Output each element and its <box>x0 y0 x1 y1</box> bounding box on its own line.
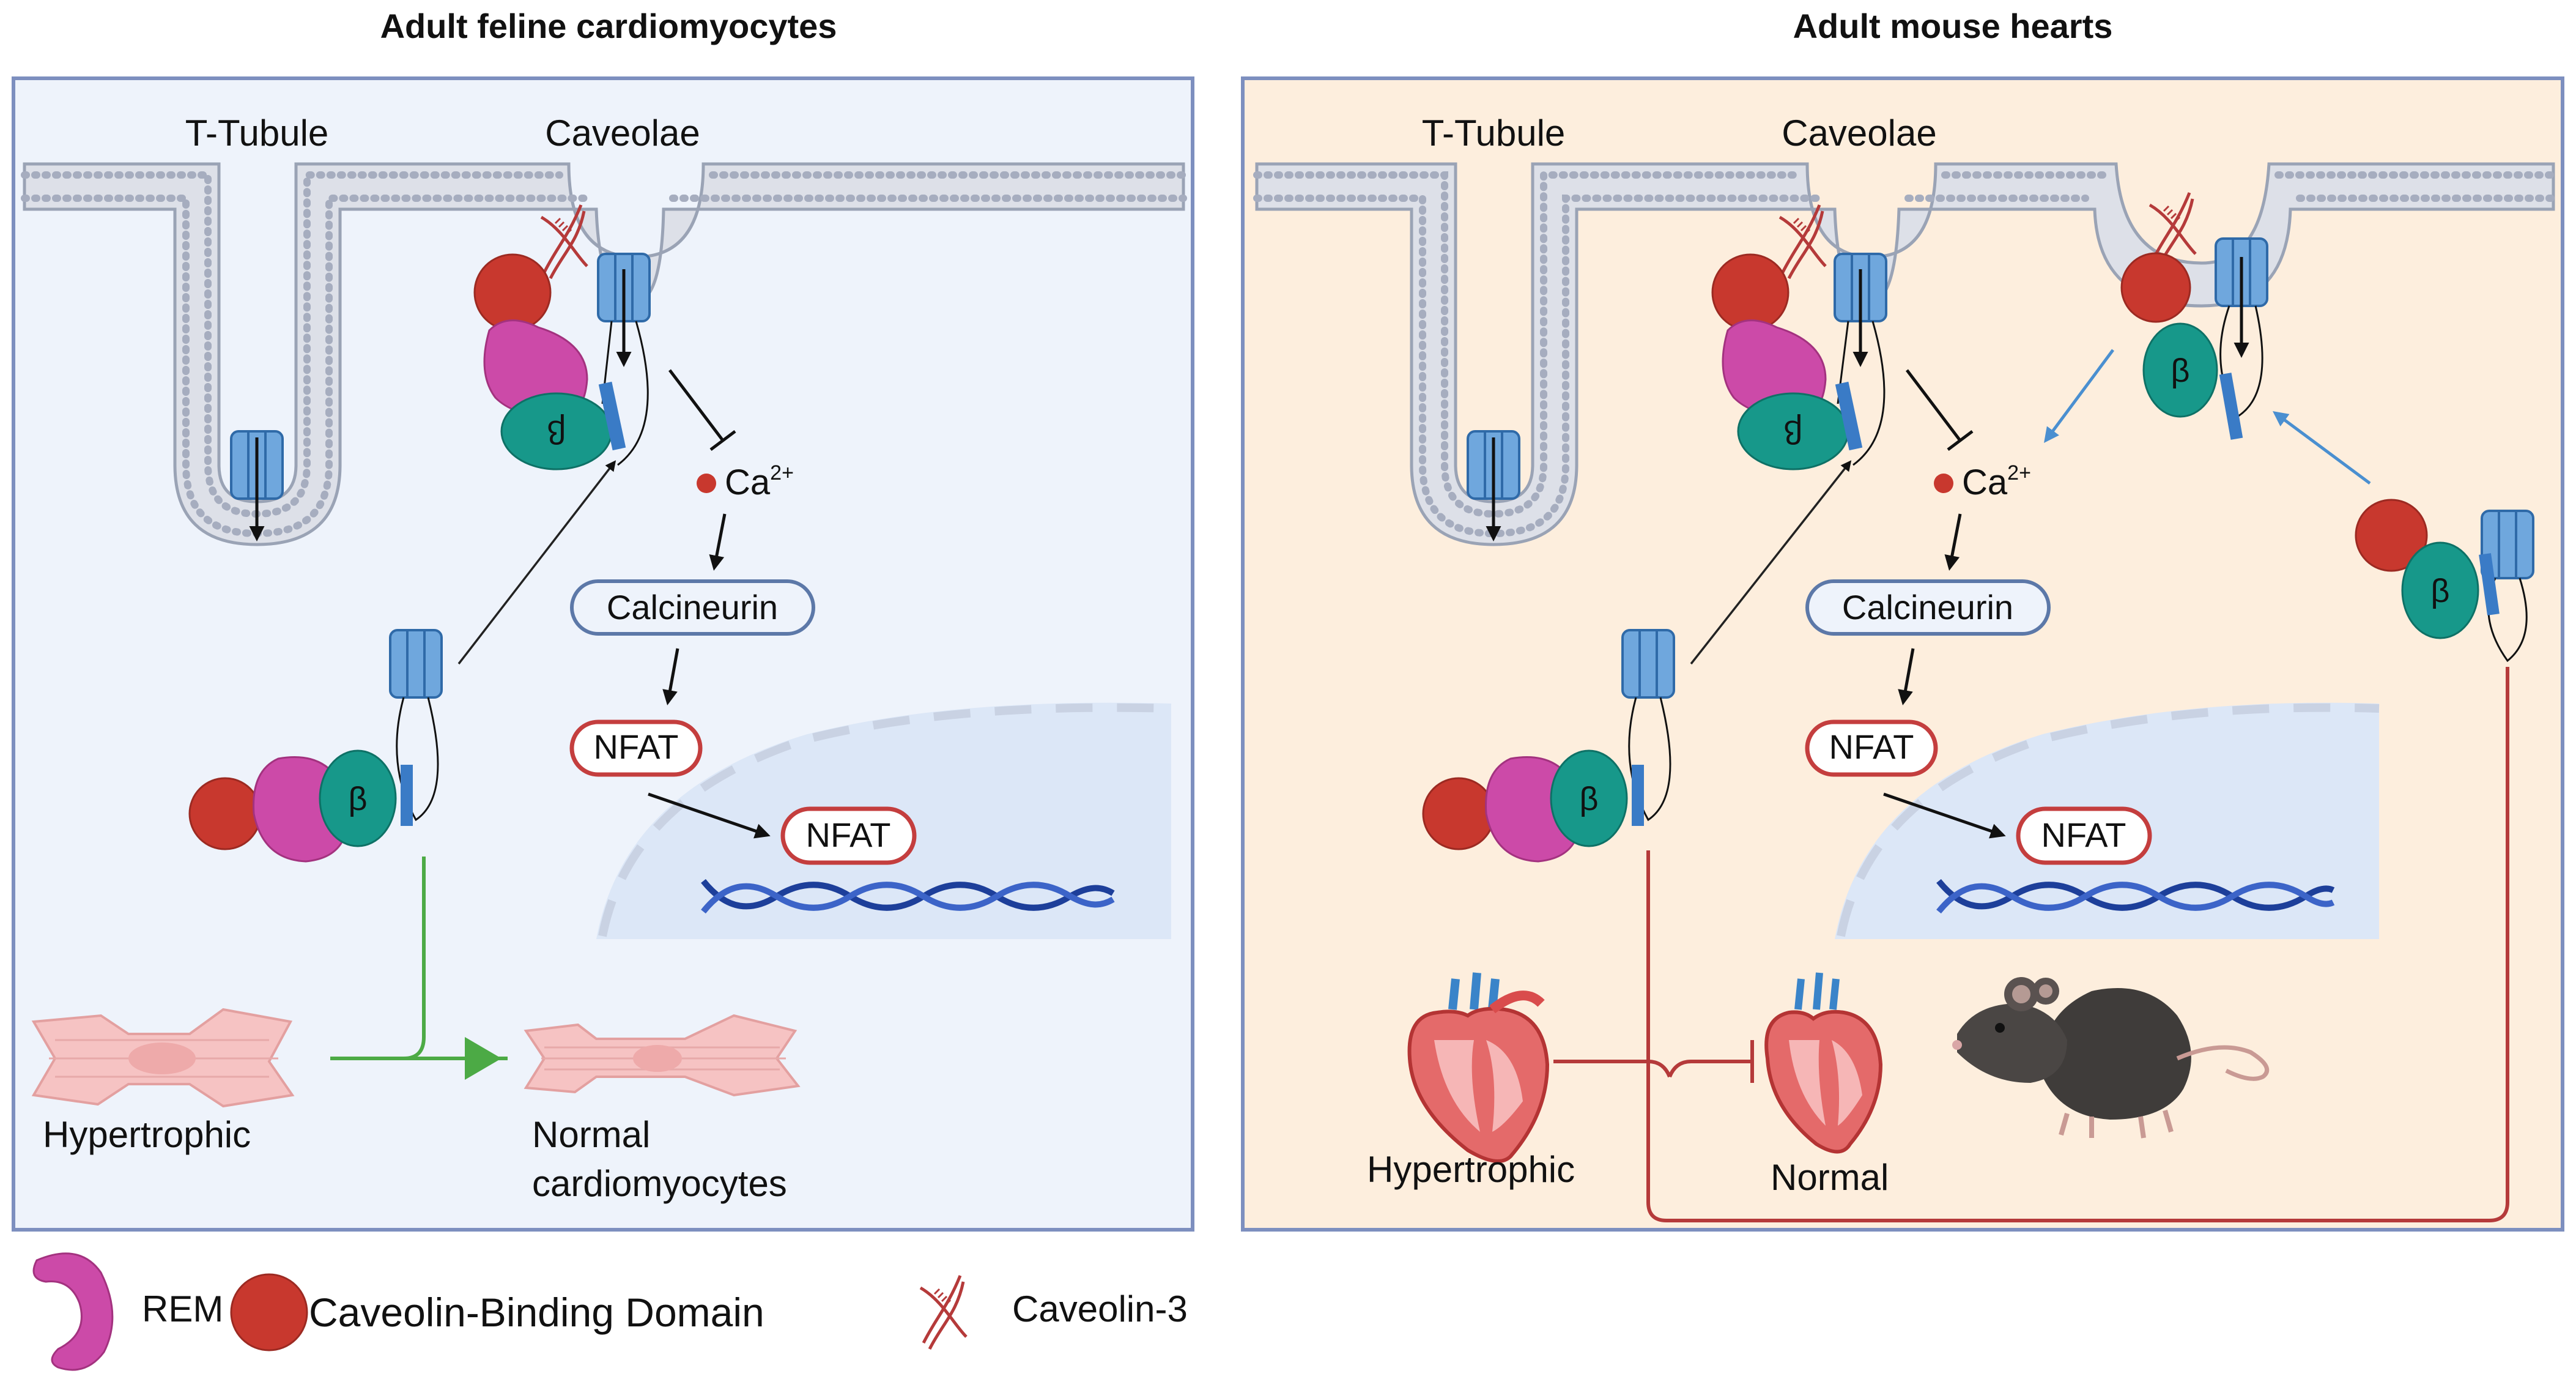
left-panel-title: Adult feline cardiomyocytes <box>380 7 837 45</box>
right-ca-to-calcineurin-arrow <box>1944 513 1962 571</box>
right-beta-cav-2 <box>2142 322 2218 418</box>
left-caveolae-label: Caveolae <box>545 113 700 154</box>
left-inhibit-bar <box>709 430 736 451</box>
right-hypertrophic-label: Hypertrophic <box>1367 1149 1575 1190</box>
right-beta-cav-2-tail <box>2219 373 2243 440</box>
right-beta-free-1 <box>1550 749 1628 847</box>
right-normal-label: Normal <box>1771 1157 1889 1198</box>
right-mouse-icon <box>1952 977 2270 1139</box>
right-caveolae-label: Caveolae <box>1782 113 1937 154</box>
right-cbd-free-1 <box>1422 777 1495 850</box>
left-nfat-translocation-arrow <box>648 792 771 839</box>
left-free-tether <box>396 697 439 822</box>
left-beta-free <box>319 749 397 847</box>
right-cbd-free-2 <box>2355 499 2428 572</box>
right-beta-free-2-label: β <box>2430 573 2449 609</box>
legend-rem-label: REM <box>142 1288 223 1329</box>
right-beta-cav-1-tail <box>1835 381 1863 451</box>
right-inhibit-line <box>1906 369 1961 442</box>
right-beta-free-2 <box>2401 541 2479 639</box>
right-calcineurin-to-nfat-arrow <box>1898 648 1915 705</box>
left-nuclear-envelope <box>598 703 1172 937</box>
left-cbd-cav <box>473 253 552 332</box>
right-heart-inhibit-line <box>1553 1060 1752 1078</box>
right-beta-cav-2-label: β <box>2171 352 2189 389</box>
left-beta-cav-tail <box>598 381 626 451</box>
right-panel-title: Adult mouse hearts <box>1793 7 2113 45</box>
right-calcineurin-box <box>1805 579 2051 636</box>
legend-caveolin3-icon <box>920 1276 966 1349</box>
left-beta-free-tail <box>401 765 413 826</box>
right-hypertrophic-heart-icon <box>1407 972 1550 1163</box>
right-beta-free-1-label: β <box>1579 781 1598 817</box>
right-dna-icon <box>1936 879 2335 914</box>
left-beta-cav-label: β <box>547 414 566 450</box>
left-normal-label-line2: cardiomyocytes <box>532 1163 787 1204</box>
left-nfat-nuc-label: NFAT <box>806 816 891 854</box>
left-free-channel <box>389 629 443 699</box>
legend-cbd-label: Caveolin-Binding Domain <box>309 1290 764 1335</box>
right-ca-dot <box>1934 474 1953 493</box>
left-translocation-arrow <box>457 460 616 665</box>
left-hypertrophic-cell <box>31 1008 295 1108</box>
left-normal-label-line1: Normal <box>532 1114 650 1155</box>
right-translocation-arrow <box>1690 460 1852 665</box>
right-cbd-cav-1 <box>1711 253 1790 332</box>
right-beta-free-2-tail <box>2479 553 2500 615</box>
legend-cav3-label: Caveolin-3 <box>1012 1288 1188 1329</box>
right-cbd-cav-2 <box>2120 252 2191 323</box>
right-nfat-cyto-label: NFAT <box>1829 727 1914 766</box>
right-beta-free-1-tail <box>1632 765 1644 826</box>
left-ca-dot <box>697 474 716 493</box>
right-nfat-nuc-label: NFAT <box>2041 816 2126 854</box>
right-nfat-translocation-arrow <box>1883 792 2006 839</box>
legend-cbd-icon <box>230 1273 308 1351</box>
left-nfat-cyto-label: NFAT <box>594 727 679 766</box>
left-ca-label: Ca2+ <box>725 461 794 502</box>
right-blue-arrow-to-ca <box>2044 349 2115 444</box>
left-cell-arrow-head <box>465 1037 502 1080</box>
left-dna-icon <box>701 879 1115 914</box>
right-calcineurin-label: Calcineurin <box>1842 588 2013 626</box>
left-beta-free-label: β <box>348 781 367 817</box>
left-t-tubule-label: T-Tubule <box>185 113 329 154</box>
left-calcineurin-label: Calcineurin <box>607 588 778 626</box>
right-beta-cav-1-label: β <box>1783 414 1802 450</box>
left-hypertrophic-label: Hypertrophic <box>43 1114 251 1155</box>
legend-rem-icon <box>32 1252 114 1371</box>
right-nuclear-envelope <box>1837 703 2380 937</box>
right-inhibit-bar <box>1947 430 1974 451</box>
right-nfat-cyto-box <box>1805 719 1938 777</box>
legend: REM Caveolin-Binding Domain Caveolin-3 <box>32 1252 1188 1371</box>
left-inhibit-line <box>668 369 724 442</box>
right-free-channel-1 <box>1621 629 1675 699</box>
right-free-tether-1 <box>1628 697 1671 822</box>
right-ca-label: Ca2+ <box>1962 461 2031 502</box>
left-ca-to-calcineurin-arrow <box>709 513 727 571</box>
left-normal-cell <box>524 1014 801 1097</box>
left-nfat-cyto-box <box>569 719 703 777</box>
right-nfat-nuc-box <box>2016 806 2152 865</box>
right-blue-arrow-to-caveolae <box>2272 411 2371 485</box>
left-nfat-nuc-box <box>780 806 917 865</box>
right-normal-heart-icon <box>1764 972 1883 1154</box>
left-calcineurin-box <box>570 579 815 636</box>
right-inhibition-pathway <box>1646 667 2509 1222</box>
left-calcineurin-to-nfat-arrow <box>662 648 679 705</box>
right-t-tubule-label: T-Tubule <box>1422 113 1566 154</box>
left-cbd-free <box>188 777 262 850</box>
